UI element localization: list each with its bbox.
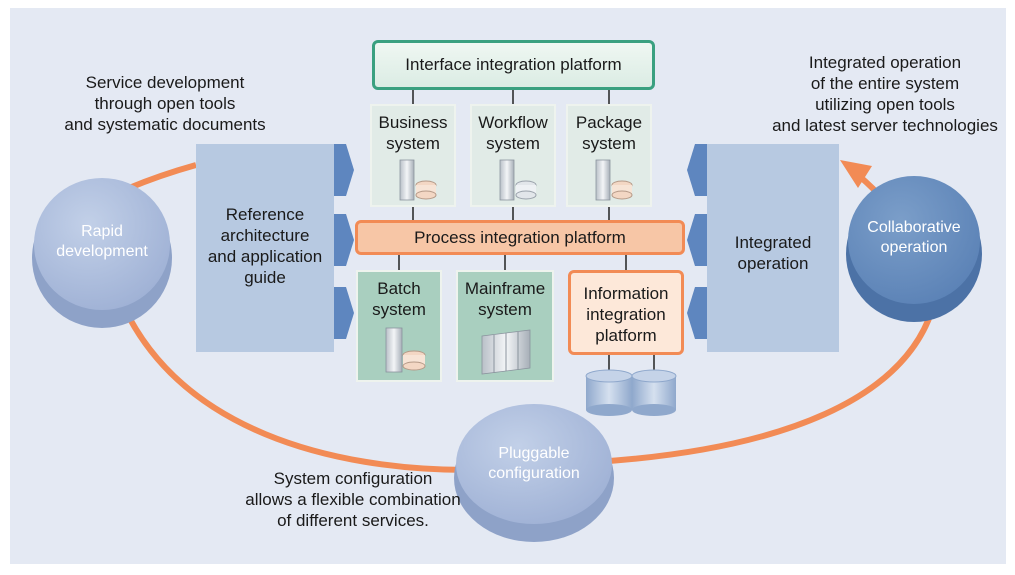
- batch-server-icon: [385, 327, 426, 373]
- left-arrow-3: [334, 287, 354, 339]
- rapid-development-label: Rapid development: [56, 223, 148, 260]
- interface-integration-platform-label: Interface integration platform: [405, 55, 622, 74]
- cycle-arc-bottom: [119, 301, 471, 473]
- business-system-label: Business system: [378, 113, 448, 153]
- workflow-system-label: Workflow system: [478, 113, 548, 153]
- rapid-development-disc: [32, 178, 172, 328]
- left-arrow-2: [334, 214, 354, 266]
- collaborative-operation-disc: [846, 176, 982, 322]
- mainframe-system-label: Mainframe system: [464, 279, 546, 319]
- caption-bottom: System configuration allows a flexible c…: [245, 469, 461, 530]
- process-integration-platform-label: Process integration platform: [414, 228, 626, 247]
- reference-architecture-panel: [196, 144, 334, 352]
- database-icon-right: [631, 369, 677, 416]
- workflow-server-icon: [499, 159, 537, 201]
- right-arrow-3: [687, 287, 707, 339]
- process-integration-platform: Process integration platform: [355, 220, 685, 255]
- right-arrow-1: [687, 144, 707, 196]
- pluggable-configuration-disc: [454, 404, 614, 542]
- business-server-icon: [399, 159, 437, 201]
- caption-top-right: Integrated operation of the entire syste…: [772, 53, 998, 135]
- information-integration-platform-label: Information integration platform: [583, 284, 669, 345]
- batch-system-label: Batch system: [372, 279, 426, 319]
- database-icon-left: [585, 369, 633, 416]
- right-arrow-2: [687, 214, 707, 266]
- caption-top-left: Service development through open tools a…: [64, 73, 266, 134]
- left-arrow-1: [334, 144, 354, 196]
- mainframe-icon: [481, 329, 531, 375]
- package-server-icon: [595, 159, 633, 201]
- pluggable-configuration-label: Pluggable configuration: [488, 445, 580, 482]
- package-system-label: Package system: [575, 113, 643, 153]
- integrated-operation-label: Integrated operation: [734, 233, 812, 273]
- interface-integration-platform: Interface integration platform: [372, 40, 655, 90]
- workflow-system-box: Workflow system: [470, 104, 556, 207]
- integrated-operation-panel: [707, 144, 839, 352]
- information-integration-platform-box: Information integration platform: [568, 270, 684, 355]
- cycle-arc-bottom-right: [594, 299, 938, 465]
- collaborative-operation-label: Collaborative operation: [867, 219, 961, 256]
- reference-architecture-label: Reference architecture and application g…: [207, 205, 323, 287]
- cycle-arrowhead: [840, 160, 872, 188]
